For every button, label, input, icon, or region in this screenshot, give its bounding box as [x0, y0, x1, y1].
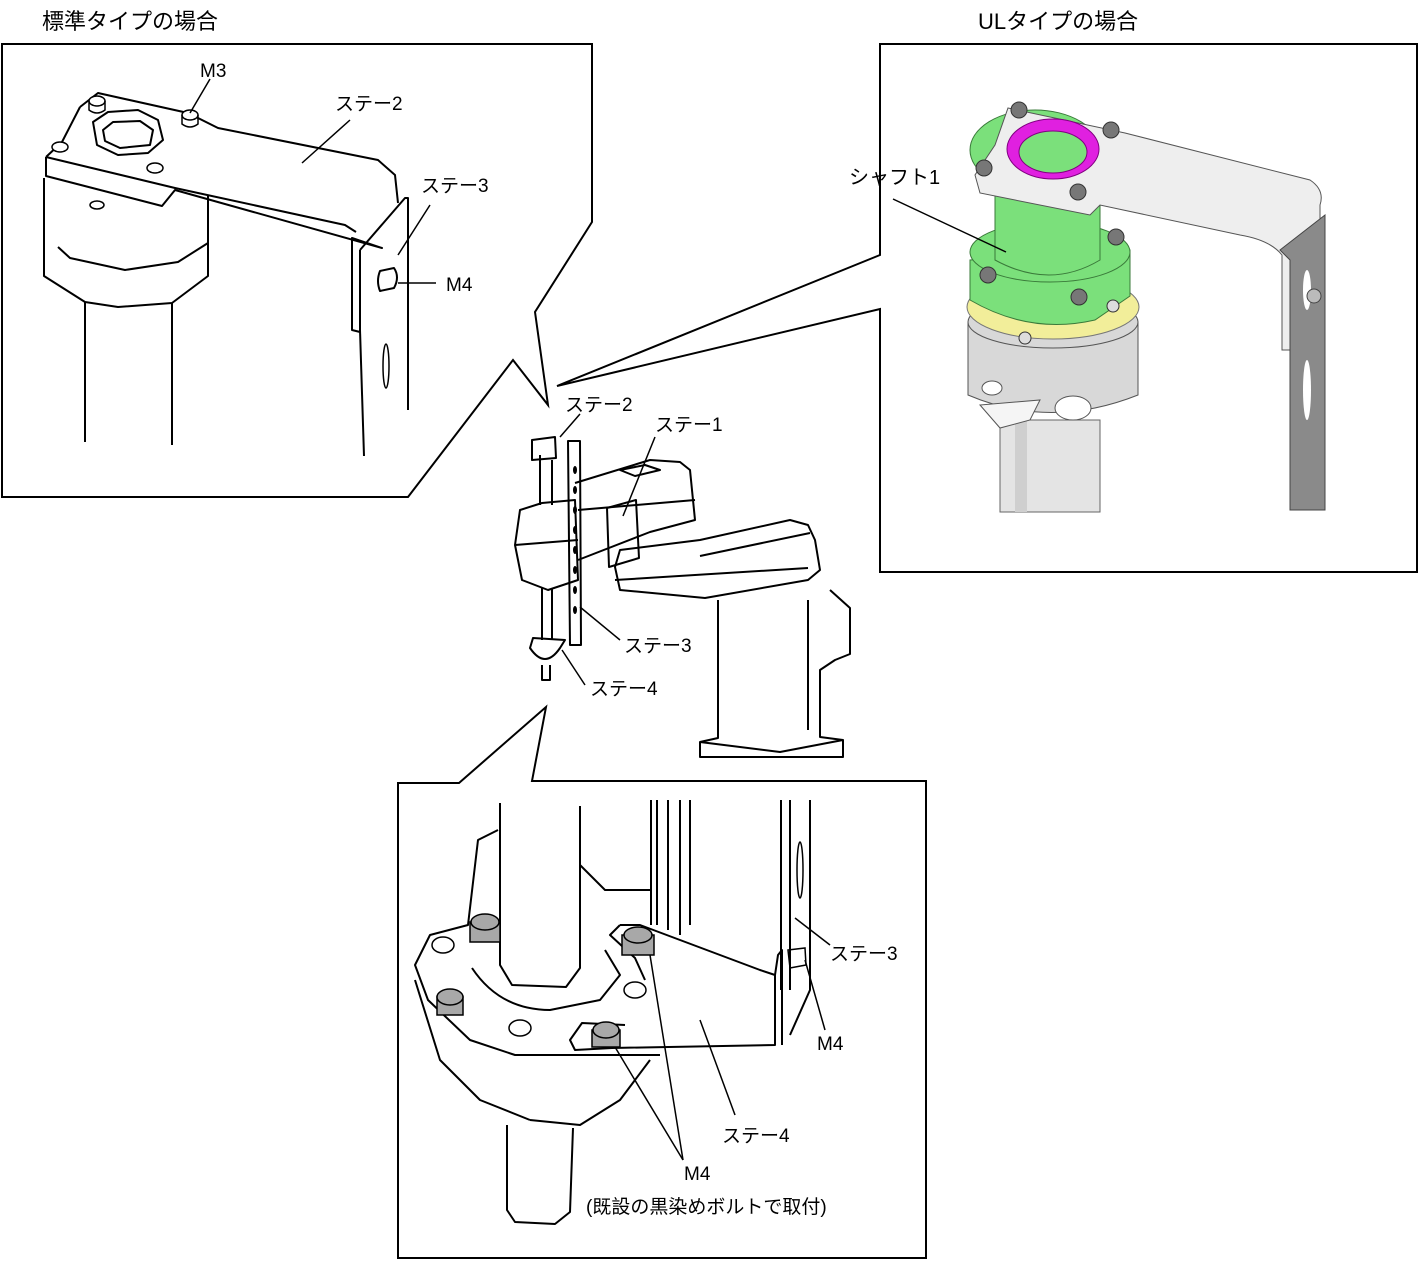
label-stay4-bottom: ステー4	[722, 1126, 790, 1147]
scara-robot-overview	[514, 413, 851, 758]
label-stay3-overview: ステー3	[624, 636, 692, 657]
label-m4-side: M4	[817, 1034, 844, 1055]
ul-assembly-render	[892, 101, 1326, 513]
label-stay2-standard: ステー2	[335, 94, 403, 115]
standard-type-title: 標準タイプの場合	[42, 9, 219, 34]
label-m4-standard: M4	[446, 275, 473, 296]
label-stay1-overview: ステー1	[655, 415, 723, 436]
label-m3: M3	[200, 61, 227, 82]
m3-screw	[51, 95, 199, 210]
mounting-note: (既設の黒染めボルトで取付)	[586, 1197, 827, 1218]
bottom-callout-frame	[397, 704, 927, 1259]
standard-callout-frame	[1, 43, 593, 498]
label-stay3-standard: ステー3	[421, 176, 489, 197]
label-shaft1: シャフト1	[849, 167, 941, 189]
standard-assembly-drawing	[43, 78, 436, 457]
m4-bolts	[431, 913, 655, 1048]
label-stay3-bottom: ステー3	[830, 944, 898, 965]
label-stay4-overview: ステー4	[590, 679, 658, 700]
label-stay2-overview: ステー2	[565, 395, 633, 416]
label-m4-bottom: M4	[684, 1164, 711, 1185]
ul-type-title: ULタイプの場合	[978, 9, 1139, 34]
bottom-assembly-drawing	[414, 800, 831, 1225]
